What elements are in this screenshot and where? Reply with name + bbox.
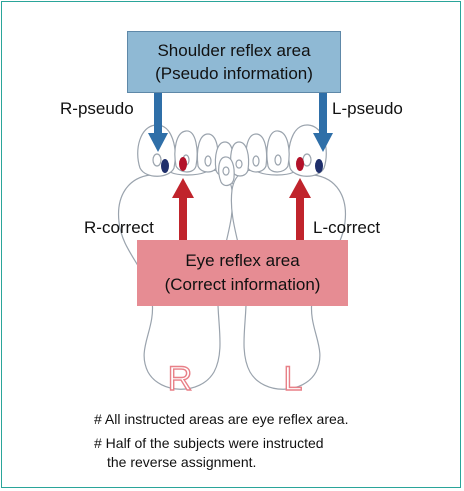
note-reverse-assignment: the reverse assignment. (107, 454, 256, 470)
eye-reflex-box: Eye reflex area (Correct information) (137, 240, 348, 306)
eye-box-title: Eye reflex area (185, 249, 299, 273)
left-correct-dot (296, 157, 304, 171)
r-pseudo-label: R-pseudo (60, 99, 134, 119)
shoulder-box-title: Shoulder reflex area (157, 39, 310, 62)
l-pseudo-label: L-pseudo (332, 99, 403, 119)
shoulder-box-subtitle: (Pseudo information) (155, 62, 313, 85)
shoulder-reflex-box: Shoulder reflex area (Pseudo information… (127, 31, 341, 93)
right-foot-letter: R (168, 360, 193, 398)
right-correct-dot (179, 157, 187, 171)
right-pseudo-dot (161, 159, 169, 173)
left-toe-5 (219, 157, 235, 186)
r-correct-label: R-correct (84, 218, 154, 238)
eye-box-subtitle: (Correct information) (165, 273, 321, 297)
left-toe-2 (267, 131, 289, 172)
note-half-subjects: # Half of the subjects were instructed (94, 435, 324, 451)
l-correct-label: L-correct (313, 218, 380, 238)
left-pseudo-dot (315, 159, 323, 173)
left-foot-letter: L (284, 360, 303, 398)
note-instructed-areas: # All instructed areas are eye reflex ar… (94, 411, 348, 427)
